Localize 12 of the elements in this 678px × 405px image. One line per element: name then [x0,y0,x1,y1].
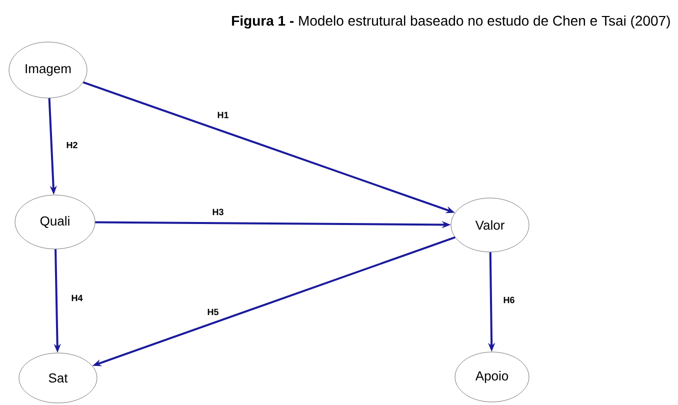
ellipse-node: Imagem [8,42,88,98]
edge-label: H6 [502,296,516,304]
edge-label: H3 [211,208,225,216]
figure-title: Figura 1 - Modelo estrutural baseado no estudo de Chen e Tsai (2007) [232,15,670,29]
edge-label: H4 [70,294,84,302]
edge-label: H5 [206,308,220,316]
edge-label: H2 [65,140,79,150]
ellipse-node: Quali [14,194,96,250]
ellipse-node: Valor [450,198,530,252]
ellipse-node: Sat [18,352,98,404]
ellipse-node: Apoio [454,352,530,402]
edge-label: H1 [216,110,230,120]
